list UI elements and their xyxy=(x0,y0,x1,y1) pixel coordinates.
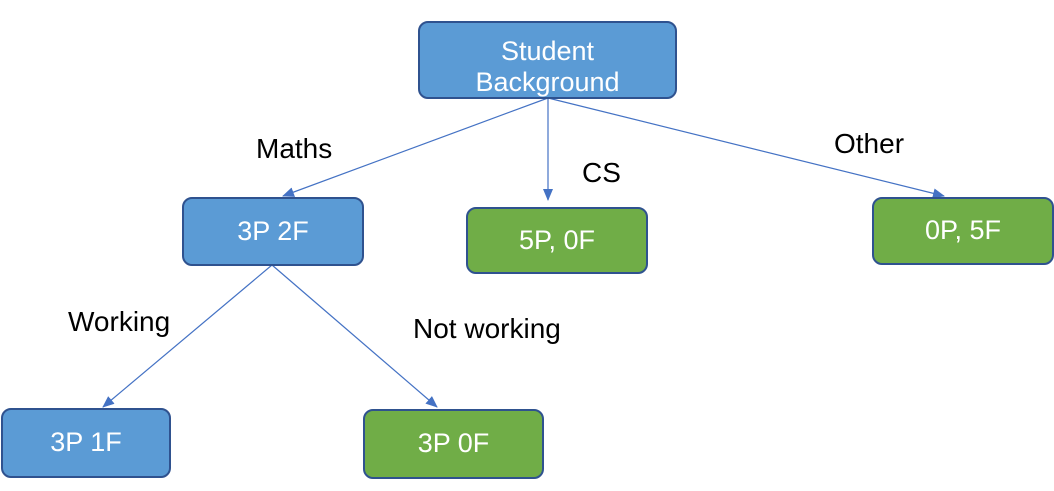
node-cs: 5P, 0F xyxy=(466,207,648,274)
edge-not-working xyxy=(271,264,438,408)
edge-other xyxy=(547,97,945,199)
edge-label-working: Working xyxy=(68,306,171,337)
node-root-line2: Background xyxy=(475,67,620,97)
node-working: 3P 1F xyxy=(1,408,171,478)
node-maths: 3P 2F xyxy=(182,197,364,266)
edge-working xyxy=(102,264,273,408)
edge-label-not-working: Not working xyxy=(413,313,561,344)
node-other: 0P, 5F xyxy=(872,197,1054,265)
node-not-working: 3P 0F xyxy=(363,409,544,479)
node-root-line1: Student xyxy=(500,35,595,66)
edge-label-cs: CS xyxy=(582,157,621,188)
edge-maths xyxy=(282,97,549,197)
node-student-background: Student Background xyxy=(418,21,677,99)
edge-label-maths: Maths xyxy=(256,133,333,164)
edge-label-other: Other xyxy=(834,128,905,159)
